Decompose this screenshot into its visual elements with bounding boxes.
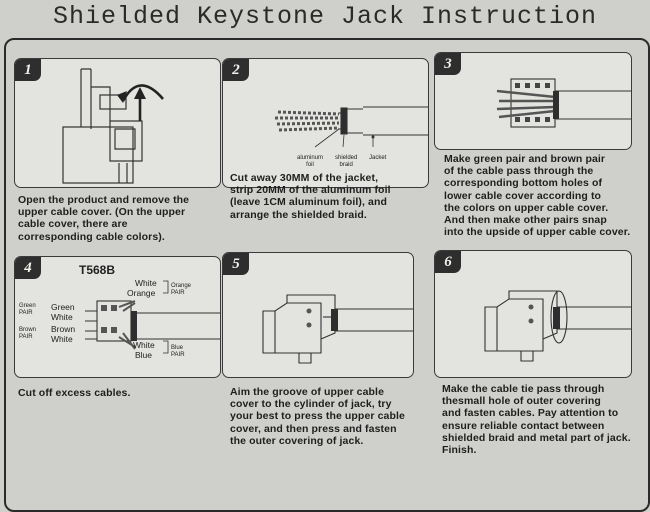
step-1-illustration: 1 [14, 58, 221, 188]
label-jacket: Jacket [369, 155, 387, 161]
wire-white-green-label: White [51, 312, 73, 322]
step-6-number: 6 [435, 251, 461, 273]
wire-brown-label: Brown [51, 324, 76, 334]
cable-strip-drawing [275, 106, 428, 148]
step-2-number: 2 [223, 59, 249, 81]
page-title: Shielded Keystone Jack Instruction [52, 2, 598, 31]
wiring-standard-label: T568B [79, 263, 116, 277]
blue-pair-label: Blue PAIR [171, 345, 185, 358]
t568b-wiring-drawing [85, 280, 220, 354]
wire-white-blue-label: White [133, 340, 155, 350]
step-1-number: 1 [15, 59, 41, 81]
step-3-illustration: 3 [434, 52, 632, 150]
step-4-caption: Cut off excess cables. [18, 387, 131, 399]
keystone-open-drawing [62, 68, 164, 184]
step-5-illustration: 5 [222, 252, 414, 378]
step-4-number: 4 [15, 257, 41, 279]
step-2-caption: Cut away 30MM of the jacket, strip 20MM … [230, 172, 391, 221]
step-6-caption: Make the cable tie pass through thesmall… [442, 383, 631, 457]
label-aluminum-foil: aluminum foil [297, 155, 324, 168]
wire-green-label: Green [51, 302, 75, 312]
step-3-caption: Make green pair and brown pair of the ca… [444, 153, 631, 239]
step-6-illustration: 6 [434, 250, 632, 378]
wire-routing-drawing [496, 78, 631, 128]
wire-white-orange-label: White [135, 278, 157, 288]
wire-orange-label: Orange [127, 288, 156, 298]
step-2-illustration: aluminum foil shielded braid Jacket 2 [222, 58, 429, 188]
step-3-number: 3 [435, 53, 461, 75]
step-4-illustration: T568B White Orange Orange PAIR Green PAI… [14, 256, 221, 378]
orange-pair-label: Orange PAIR [171, 283, 192, 296]
brown-pair-label: Brown PAIR [19, 327, 37, 340]
label-shielded-braid: shielded braid [335, 155, 358, 168]
cable-tie-drawing [484, 290, 631, 362]
green-pair-label: Green PAIR [19, 303, 36, 316]
cover-press-drawing [262, 294, 413, 364]
step-1-caption: Open the product and remove the upper ca… [18, 194, 190, 243]
step-5-caption: Aim the groove of upper cable cover to t… [230, 386, 405, 447]
step-5-number: 5 [223, 253, 249, 275]
wire-blue-label: Blue [135, 350, 153, 360]
wire-white-brown-label: White [51, 334, 73, 344]
